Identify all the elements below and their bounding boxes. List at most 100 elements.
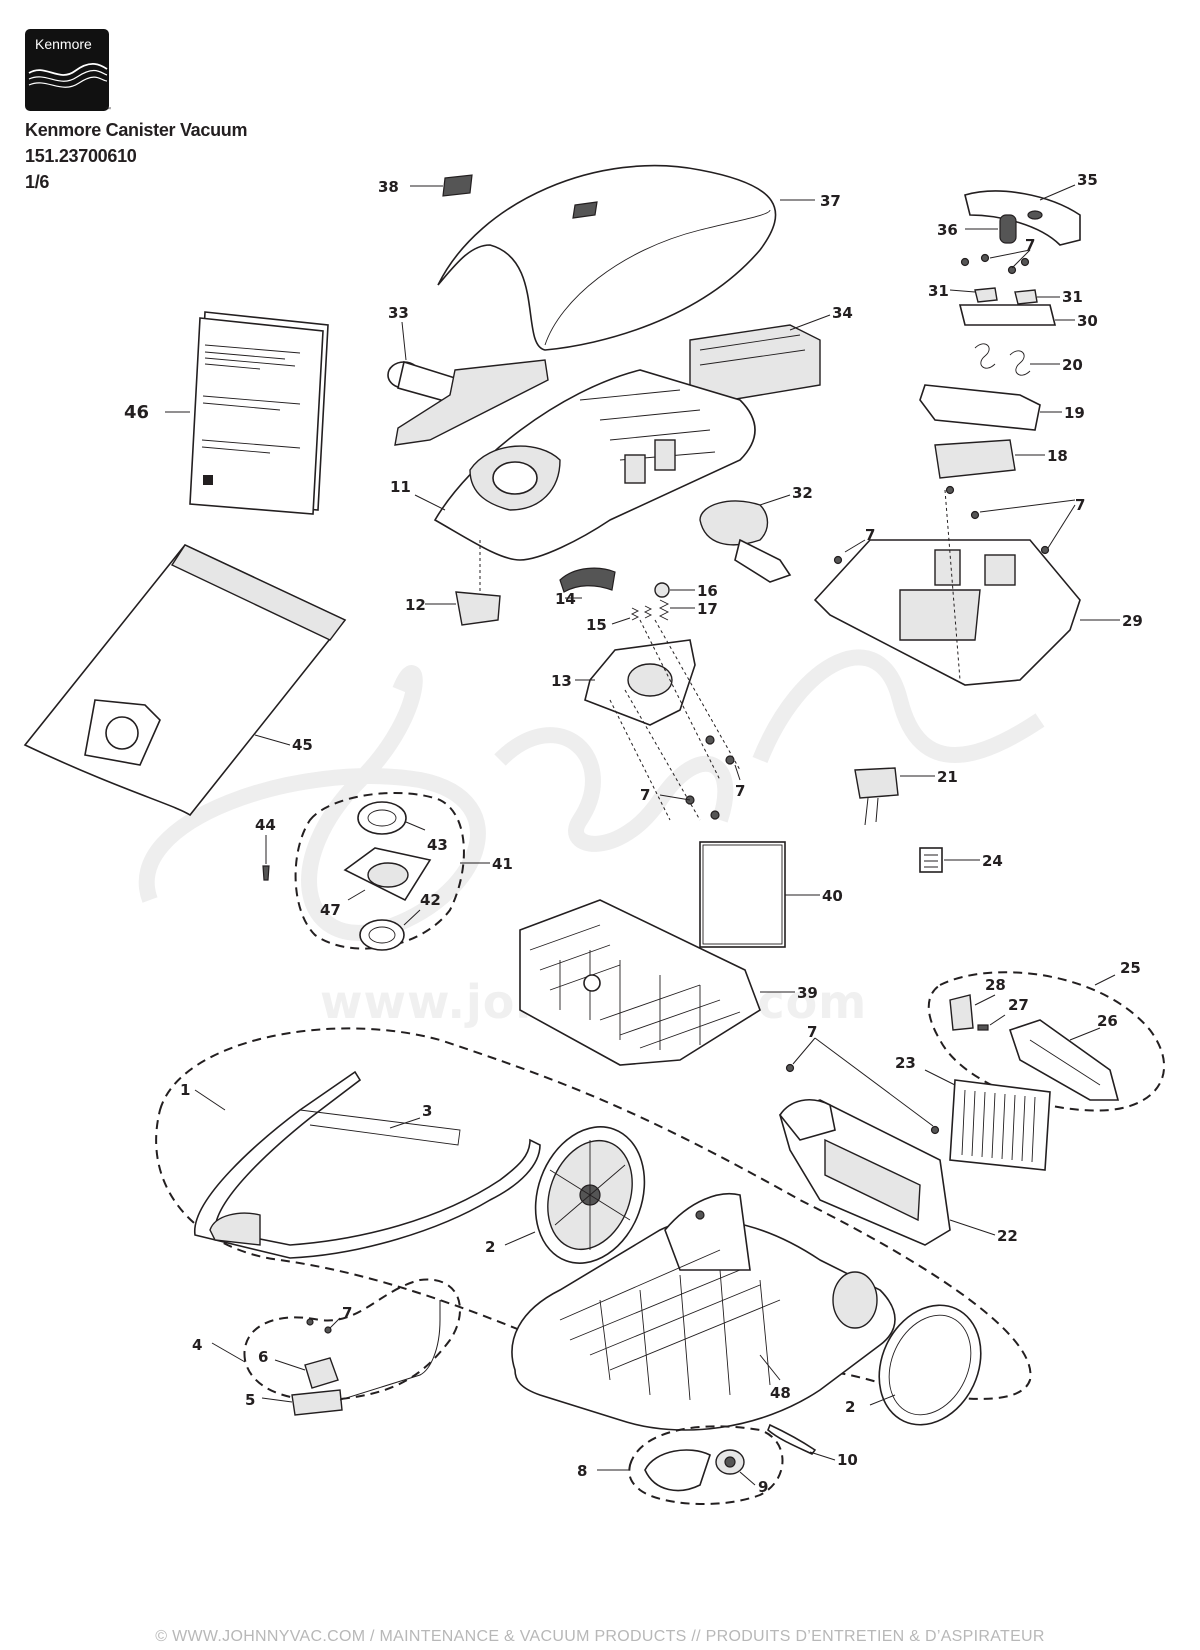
part-42-seal [359, 919, 405, 951]
page-indicator: 1/6 [25, 172, 50, 192]
callout-43-label: 43 [427, 836, 448, 854]
callout-7-label: 7 [1075, 496, 1085, 514]
part-43-seal [357, 801, 407, 835]
part-19-handle-frame [919, 384, 1041, 431]
callout-11: 11 [390, 478, 446, 511]
callout-28: 28 [974, 976, 1006, 1006]
callout-41: 41 [460, 855, 513, 873]
callout-24-label: 24 [982, 852, 1003, 870]
part-32-upholstery-tool [699, 500, 792, 583]
johnnyvac-watermark-script [139, 649, 1045, 941]
part-40-filter [699, 841, 786, 948]
part-3-bumper-frame [194, 1070, 541, 1259]
callout-20: 20 [1030, 356, 1083, 374]
callout-3-label: 3 [422, 1102, 432, 1120]
callout-39: 39 [760, 984, 818, 1002]
part-26-filter-door [1008, 1019, 1120, 1101]
diagram-title: Kenmore Canister Vacuum [25, 120, 248, 140]
callout-1: 1 [180, 1081, 226, 1111]
callout-21: 21 [900, 768, 958, 786]
callout-12: 12 [405, 596, 456, 614]
callout-40-label: 40 [822, 887, 843, 905]
callout-21-label: 21 [937, 768, 958, 786]
callout-9-label: 9 [758, 1478, 768, 1496]
part-30-handle-bracket [958, 304, 1057, 326]
callout-32-label: 32 [792, 484, 813, 502]
callout-35: 35 [1039, 171, 1098, 201]
callout-17: 17 [670, 600, 718, 618]
callout-31-left: 31 [928, 282, 976, 300]
callout-14-label: 14 [555, 590, 576, 608]
callout-7-cover-right: 7 [1075, 496, 1085, 514]
callout-7-handle-left: 7 [640, 786, 691, 804]
callout-16-label: 16 [697, 582, 718, 600]
part-33-floor-tool [387, 359, 549, 446]
part-37-top-cover [437, 164, 777, 351]
callout-5: 5 [245, 1391, 293, 1409]
callout-8: 8 [577, 1462, 630, 1480]
callout-7-label: 7 [735, 782, 745, 800]
screws-7-cover [833, 485, 1076, 565]
part-14-release-button [559, 567, 616, 593]
screws-7-switch [306, 1318, 332, 1334]
logo-swoosh-icon [28, 63, 108, 88]
callout-3: 3 [389, 1102, 432, 1129]
callout-4: 4 [192, 1336, 246, 1363]
callout-42-label: 42 [420, 891, 441, 909]
callout-15-label: 15 [586, 616, 607, 634]
callout-2-label: 2 [845, 1398, 855, 1416]
callout-30: 30 [1055, 312, 1098, 330]
callout-16: 16 [670, 582, 718, 600]
callout-27-label: 27 [1008, 996, 1029, 1014]
callout-7-motor: 7 [807, 1023, 817, 1041]
callout-32: 32 [759, 484, 813, 506]
callout-19-label: 19 [1064, 404, 1085, 422]
part-5-terminal [291, 1300, 441, 1416]
callout-2-side: 2 [845, 1394, 896, 1416]
callout-44-label: 44 [255, 816, 276, 834]
part-47-plate [343, 847, 432, 902]
callout-15: 15 [586, 616, 631, 634]
callout-46: 46 [124, 402, 190, 423]
callout-47: 47 [320, 889, 366, 919]
callout-25: 25 [1094, 959, 1141, 986]
callout-7-grip: 7 [1025, 236, 1035, 254]
callout-44: 44 [255, 816, 276, 834]
part-12-latch [455, 540, 501, 626]
callout-38: 38 [378, 178, 443, 196]
callout-17-label: 17 [697, 600, 718, 618]
callout-35-label: 35 [1077, 171, 1098, 189]
callout-45: 45 [254, 734, 313, 754]
callout-22: 22 [949, 1219, 1018, 1245]
callout-7-label: 7 [342, 1304, 352, 1322]
callout-13-label: 13 [551, 672, 572, 690]
part-15-springs [630, 605, 653, 621]
part-10-trim [767, 1423, 817, 1456]
callout-7-cover-left: 7 [844, 526, 875, 553]
group-4-outline [243, 1278, 461, 1402]
part-35-handle-grip [964, 190, 1081, 246]
callout-8-label: 8 [577, 1462, 587, 1480]
callout-10-label: 10 [837, 1451, 858, 1469]
callout-23: 23 [895, 1054, 956, 1086]
callout-7-label: 7 [807, 1023, 817, 1041]
kenmore-logo: Kenmore [25, 29, 109, 111]
callout-18: 18 [1015, 447, 1068, 465]
part-6-switch [304, 1357, 339, 1389]
callout-48: 48 [759, 1354, 791, 1402]
part-39-filter-cage [519, 899, 761, 1066]
trademark-symbol: ™ [105, 107, 111, 113]
model-number: 151.23700610 [25, 146, 137, 166]
callout-36-label: 36 [937, 221, 958, 239]
part-23-hepa-filter [949, 1079, 1051, 1171]
callout-48-label: 48 [770, 1384, 791, 1402]
callout-31-right: 31 [1037, 288, 1083, 306]
callout-6: 6 [258, 1348, 306, 1371]
callout-33-label: 33 [388, 304, 409, 322]
callout-43: 43 [405, 821, 448, 854]
callout-47-label: 47 [320, 901, 341, 919]
part-31-clips [974, 287, 1038, 305]
callout-36: 36 [937, 221, 998, 239]
group-25-outline [927, 971, 1166, 1112]
callout-41-label: 41 [492, 855, 513, 873]
